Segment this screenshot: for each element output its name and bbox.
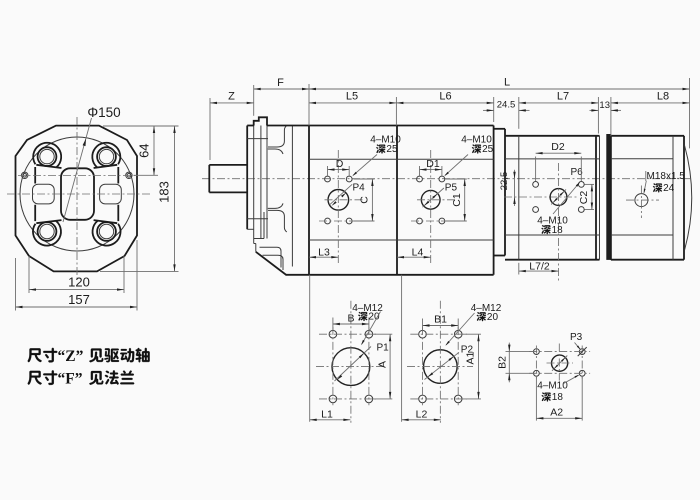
svg-text:M18x1.5: M18x1.5 bbox=[647, 171, 686, 182]
svg-text:P5: P5 bbox=[445, 183, 458, 194]
svg-text:B1: B1 bbox=[434, 314, 447, 326]
svg-text:64: 64 bbox=[136, 143, 151, 157]
svg-text:“F”: “F” bbox=[58, 371, 83, 388]
svg-text:A1: A1 bbox=[464, 352, 476, 365]
svg-text:4–M12: 4–M12 bbox=[471, 303, 502, 314]
svg-text:P4: P4 bbox=[353, 183, 366, 194]
svg-text:18: 18 bbox=[552, 225, 564, 236]
svg-text:24.5: 24.5 bbox=[497, 100, 516, 111]
svg-text:24: 24 bbox=[663, 183, 675, 194]
svg-text:4–M10: 4–M10 bbox=[370, 134, 401, 145]
svg-text:L4: L4 bbox=[412, 247, 424, 259]
svg-text:A: A bbox=[376, 361, 388, 368]
svg-text:20: 20 bbox=[368, 312, 380, 323]
svg-text:25: 25 bbox=[386, 144, 398, 155]
svg-text:120: 120 bbox=[68, 275, 90, 290]
svg-text:157: 157 bbox=[68, 292, 90, 307]
svg-text:4–M12: 4–M12 bbox=[352, 303, 383, 314]
svg-text:L6: L6 bbox=[439, 91, 451, 103]
svg-text:4–M10: 4–M10 bbox=[537, 215, 568, 226]
svg-text:A2: A2 bbox=[550, 407, 563, 419]
svg-text:P1: P1 bbox=[377, 343, 390, 354]
svg-text:L: L bbox=[504, 77, 510, 89]
svg-text:25: 25 bbox=[482, 144, 494, 155]
svg-text:L7: L7 bbox=[557, 91, 569, 103]
svg-text:C: C bbox=[359, 196, 371, 204]
svg-text:183: 183 bbox=[156, 181, 171, 203]
svg-text:13: 13 bbox=[599, 100, 610, 111]
svg-text:4–M10: 4–M10 bbox=[461, 134, 492, 145]
svg-text:Z: Z bbox=[228, 91, 235, 103]
svg-text:L7/2: L7/2 bbox=[529, 260, 550, 272]
svg-text:L1: L1 bbox=[321, 408, 333, 420]
svg-text:“Z”: “Z” bbox=[58, 348, 84, 365]
svg-text:18: 18 bbox=[552, 392, 564, 403]
svg-text:L5: L5 bbox=[346, 91, 358, 103]
svg-text:B: B bbox=[347, 312, 354, 324]
svg-text:22,5: 22,5 bbox=[499, 172, 510, 191]
svg-text:D: D bbox=[336, 158, 344, 170]
svg-text:D2: D2 bbox=[551, 141, 565, 153]
svg-text:D1: D1 bbox=[426, 158, 440, 170]
svg-text:F: F bbox=[277, 77, 284, 89]
svg-text:B2: B2 bbox=[496, 356, 508, 369]
svg-text:C2: C2 bbox=[578, 191, 590, 205]
svg-text:P2: P2 bbox=[461, 345, 474, 356]
svg-text:L2: L2 bbox=[416, 408, 428, 420]
svg-text:L8: L8 bbox=[657, 91, 669, 103]
svg-text:L3: L3 bbox=[318, 247, 330, 259]
svg-text:P6: P6 bbox=[571, 167, 584, 178]
svg-text:Φ150: Φ150 bbox=[87, 105, 120, 120]
svg-text:4–M10: 4–M10 bbox=[537, 380, 568, 391]
svg-text:20: 20 bbox=[487, 312, 499, 323]
svg-text:C1: C1 bbox=[451, 193, 463, 207]
svg-text:P3: P3 bbox=[570, 332, 583, 343]
